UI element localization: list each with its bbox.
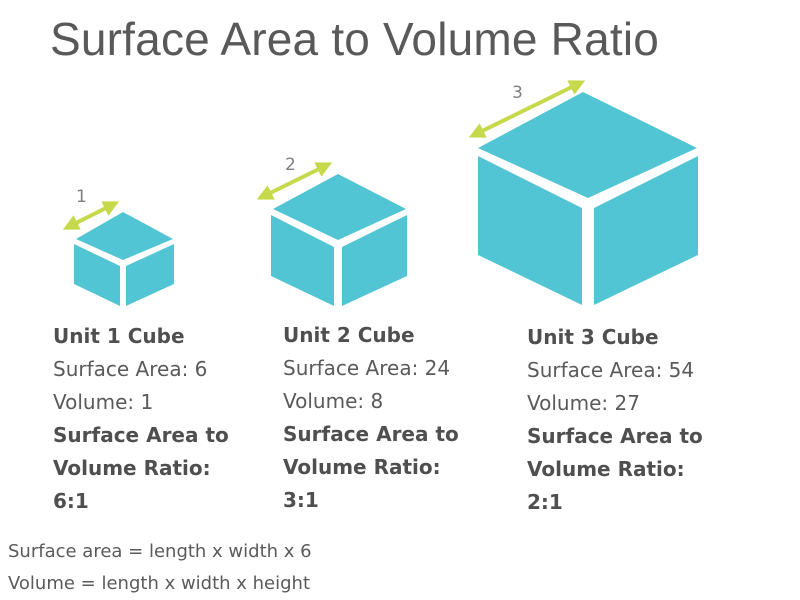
cube-3-dimension-label: 3 bbox=[512, 83, 523, 103]
cube-3-ratio-label-line2: Volume Ratio: bbox=[527, 457, 685, 481]
cube-3: 3 bbox=[468, 80, 698, 305]
cube-3-surface-area: Surface Area: 54 bbox=[527, 358, 695, 382]
cube-3-ratio-label-line1: Surface Area to bbox=[527, 424, 703, 448]
cube-2-ratio-value: 3:1 bbox=[283, 488, 319, 512]
cube-3-top-face bbox=[478, 92, 697, 198]
cube-3-left-face bbox=[478, 156, 582, 305]
cube-1: 1 bbox=[62, 187, 174, 306]
cube-1-surface-area: Surface Area: 6 bbox=[53, 357, 208, 381]
cube-2-info: Unit 2 Cube Surface Area: 24 Volume: 8 S… bbox=[283, 319, 459, 517]
cube-2-top-face bbox=[273, 174, 406, 240]
cube-2: 2 bbox=[256, 155, 407, 306]
cube-3-volume: Volume: 27 bbox=[527, 391, 640, 415]
cube-1-dimension-arrow bbox=[62, 201, 120, 230]
cube-3-ratio-value: 2:1 bbox=[527, 490, 563, 514]
cube-2-ratio-label-line2: Volume Ratio: bbox=[283, 455, 441, 479]
cube-3-right-face bbox=[594, 156, 698, 305]
cube-3-heading: Unit 3 Cube bbox=[527, 325, 659, 349]
cube-2-surface-area: Surface Area: 24 bbox=[283, 356, 451, 380]
volume-formula: Volume = length x width x height bbox=[8, 573, 311, 594]
cube-3-dimension-arrow bbox=[468, 80, 586, 138]
formulas: Surface area = length x width x 6 Volume… bbox=[8, 536, 312, 600]
cube-1-top-face bbox=[76, 212, 173, 260]
cube-3-info: Unit 3 Cube Surface Area: 54 Volume: 27 … bbox=[527, 321, 703, 519]
cube-1-dimension-label: 1 bbox=[76, 187, 87, 207]
cube-1-left-face bbox=[74, 244, 120, 306]
cube-2-ratio-label-line1: Surface Area to bbox=[283, 422, 459, 446]
cube-1-heading: Unit 1 Cube bbox=[53, 324, 185, 348]
cube-1-ratio-label-line2: Volume Ratio: bbox=[53, 456, 211, 480]
cube-2-volume: Volume: 8 bbox=[283, 389, 384, 413]
cube-2-dimension-label: 2 bbox=[285, 155, 296, 175]
cube-1-ratio-value: 6:1 bbox=[53, 489, 89, 513]
cube-1-volume: Volume: 1 bbox=[53, 390, 154, 414]
cube-2-left-face bbox=[271, 215, 334, 306]
cube-2-dimension-arrow bbox=[256, 162, 333, 200]
surface-area-formula: Surface area = length x width x 6 bbox=[8, 541, 312, 562]
cube-2-right-face bbox=[342, 215, 407, 306]
cube-1-ratio-label-line1: Surface Area to bbox=[53, 423, 229, 447]
cube-1-info: Unit 1 Cube Surface Area: 6 Volume: 1 Su… bbox=[53, 320, 229, 518]
page-title: Surface Area to Volume Ratio bbox=[50, 13, 660, 65]
cube-1-right-face bbox=[126, 244, 174, 306]
cube-2-heading: Unit 2 Cube bbox=[283, 323, 415, 347]
